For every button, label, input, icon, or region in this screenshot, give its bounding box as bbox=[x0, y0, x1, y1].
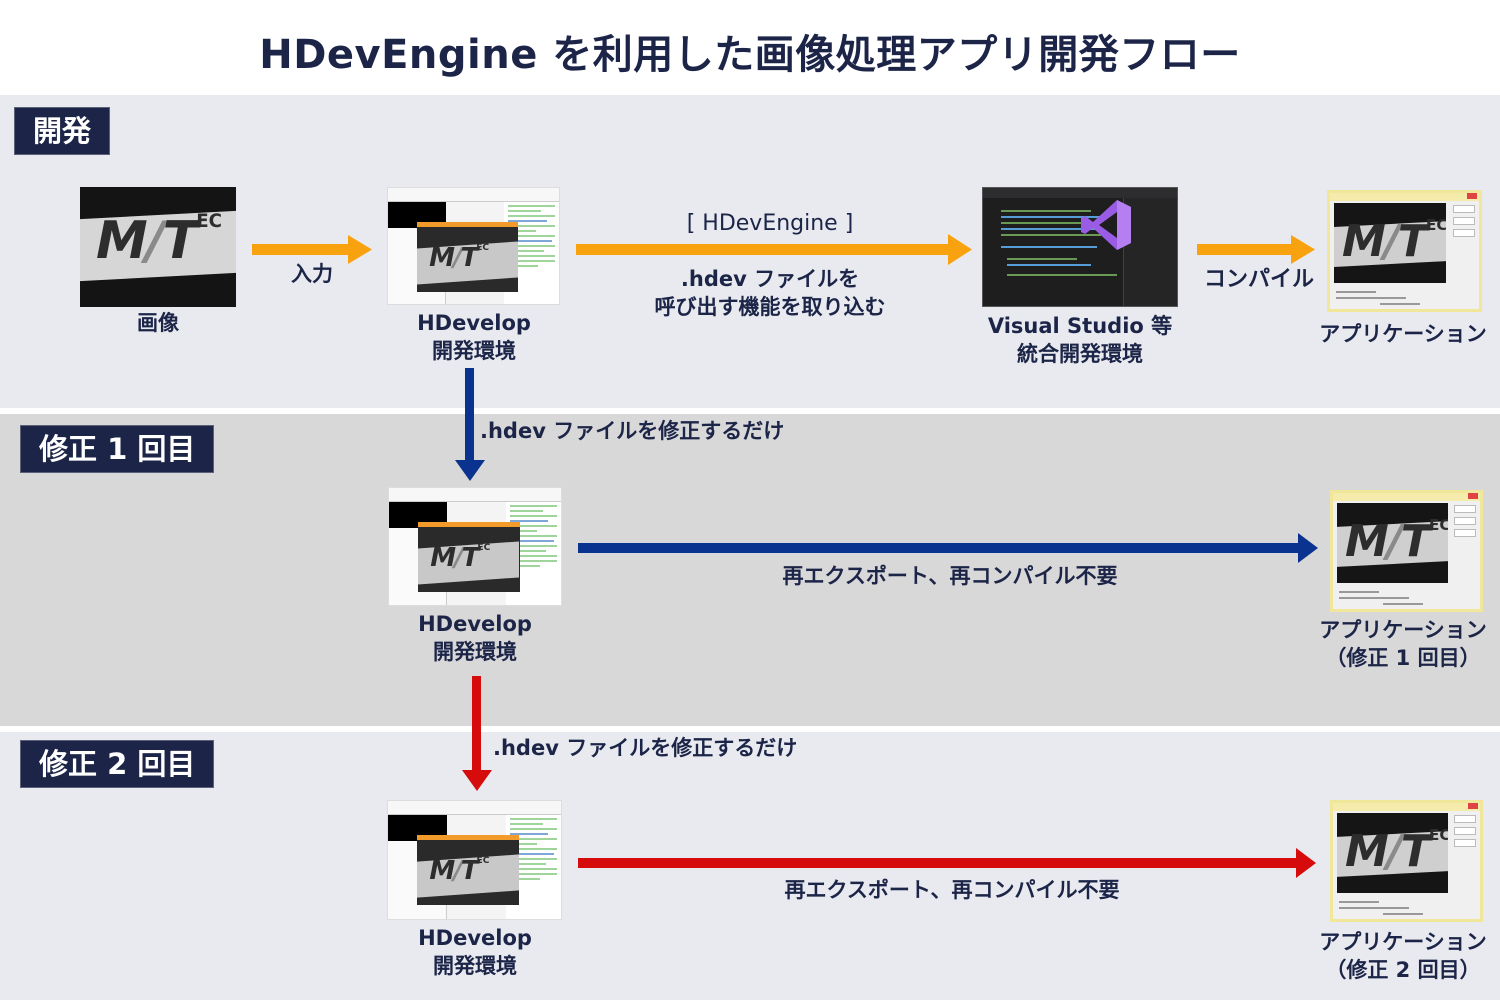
application-label-dev: アプリケーション bbox=[1319, 322, 1487, 346]
hdevengine-label: [ HDevEngine ] bbox=[686, 211, 854, 236]
mvtec-logo: M/TEC bbox=[96, 211, 223, 271]
hdevelop-label-line2: 開発環境 bbox=[433, 954, 517, 978]
image-label: 画像 bbox=[137, 311, 179, 335]
orange-arrow-compile bbox=[1197, 235, 1315, 264]
hdevengine-desc-line1: .hdev ファイルを bbox=[680, 267, 860, 291]
modify-label-fix-2: .hdev ファイルを修正するだけ bbox=[493, 736, 798, 760]
section-fix-1 bbox=[0, 414, 1500, 726]
app-label-line2: （修正 2 回目） bbox=[1325, 958, 1481, 982]
no-recompile-label-fix-1: 再エクスポート、再コンパイル不要 bbox=[782, 564, 1118, 588]
hdevelop-label-fix-1: HDevelop 開発環境 bbox=[401, 610, 549, 666]
page-title: HDevEngine を利用した画像処理アプリ開発フロー bbox=[259, 32, 1241, 78]
hdevelop-screenshot-fix-1: M/TEC bbox=[388, 487, 562, 606]
no-recompile-label-fix-2: 再エクスポート、再コンパイル不要 bbox=[784, 878, 1120, 902]
section-badge-fix-2: 修正 2 回目 bbox=[20, 740, 215, 788]
application-screenshot-fix-2: M/TEC bbox=[1330, 800, 1483, 922]
app-label-line2: （修正 1 回目） bbox=[1325, 646, 1481, 670]
blue-arrow-right-fix-1 bbox=[578, 533, 1318, 563]
modify-label-fix-1: .hdev ファイルを修正するだけ bbox=[480, 419, 785, 443]
hdevengine-desc-line2: 呼び出す機能を取り込む bbox=[654, 295, 886, 319]
hdevelop-label-line2: 開発環境 bbox=[432, 339, 516, 363]
hdevelop-label-fix-2: HDevelop 開発環境 bbox=[401, 924, 549, 980]
hdevelop-label-line2: 開発環境 bbox=[433, 640, 517, 664]
visual-studio-label: Visual Studio 等 統合開発環境 bbox=[975, 312, 1185, 368]
hdevelop-label-line1: HDevelop bbox=[417, 311, 531, 335]
hdevelop-label-dev: HDevelop 開発環境 bbox=[400, 309, 548, 365]
app-label-line1: アプリケーション bbox=[1319, 930, 1487, 954]
hdevelop-screenshot-fix-2: M/TEC bbox=[387, 800, 562, 920]
input-label: 入力 bbox=[291, 262, 333, 286]
red-arrow-down-fix-2 bbox=[462, 676, 492, 791]
visual-studio-screenshot bbox=[982, 187, 1178, 307]
vs-label-line2: 統合開発環境 bbox=[1017, 342, 1143, 366]
application-screenshot-dev: M/TEC bbox=[1327, 190, 1482, 312]
compile-label: コンパイル bbox=[1203, 267, 1314, 292]
hdevelop-label-line1: HDevelop bbox=[418, 612, 532, 636]
hdevengine-description: .hdev ファイルを 呼び出す機能を取り込む bbox=[600, 265, 940, 321]
red-arrow-right-fix-2 bbox=[578, 848, 1316, 878]
application-label-fix-1: アプリケーション （修正 1 回目） bbox=[1308, 616, 1498, 672]
section-badge-fix-1: 修正 1 回目 bbox=[20, 425, 215, 473]
source-image-thumbnail: M/TEC bbox=[80, 187, 236, 307]
blue-arrow-down-fix-1 bbox=[455, 368, 485, 481]
orange-arrow-input bbox=[252, 235, 372, 264]
orange-arrow-hdevengine bbox=[576, 234, 972, 265]
hdevelop-screenshot-dev: M/TEC bbox=[387, 187, 560, 305]
application-label-fix-2: アプリケーション （修正 2 回目） bbox=[1308, 928, 1498, 984]
section-badge-development: 開発 bbox=[14, 107, 111, 155]
hdevelop-label-line1: HDevelop bbox=[418, 926, 532, 950]
vs-label-line1: Visual Studio 等 bbox=[987, 314, 1173, 338]
application-screenshot-fix-1: M/TEC bbox=[1330, 490, 1483, 612]
visual-studio-logo-icon bbox=[1081, 200, 1131, 250]
app-label-line1: アプリケーション bbox=[1319, 618, 1487, 642]
